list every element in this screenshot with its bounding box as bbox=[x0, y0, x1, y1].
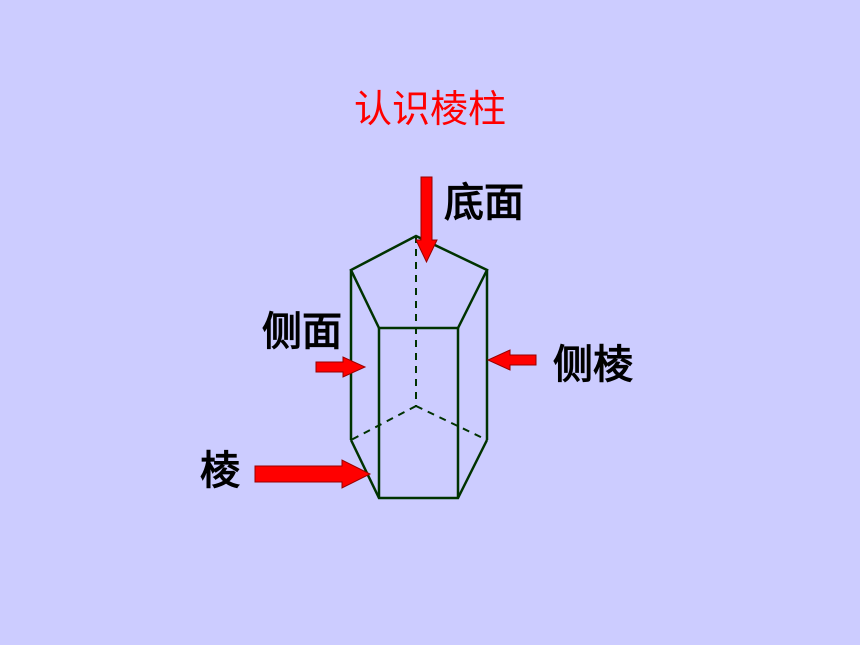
bottom-base-visible-edges bbox=[349, 439, 489, 500]
arrow-right-lateral-face bbox=[315, 356, 367, 378]
pentagonal-prism bbox=[349, 234, 489, 500]
label-lateral-edge: 侧棱 bbox=[553, 342, 633, 388]
top-base-face bbox=[349, 234, 489, 330]
hidden-bottom-edge-left bbox=[350, 405, 417, 441]
arrow-left-lateral-edge bbox=[486, 349, 537, 371]
arrow-down-base bbox=[415, 176, 438, 264]
slide-title: 认识棱柱 bbox=[353, 87, 506, 131]
hidden-bottom-edge-right bbox=[415, 405, 488, 441]
label-lateral-face: 侧面 bbox=[262, 309, 342, 355]
label-base: 底面 bbox=[444, 180, 524, 226]
arrow-right-edge bbox=[254, 459, 372, 489]
label-edge: 棱 bbox=[200, 448, 240, 494]
